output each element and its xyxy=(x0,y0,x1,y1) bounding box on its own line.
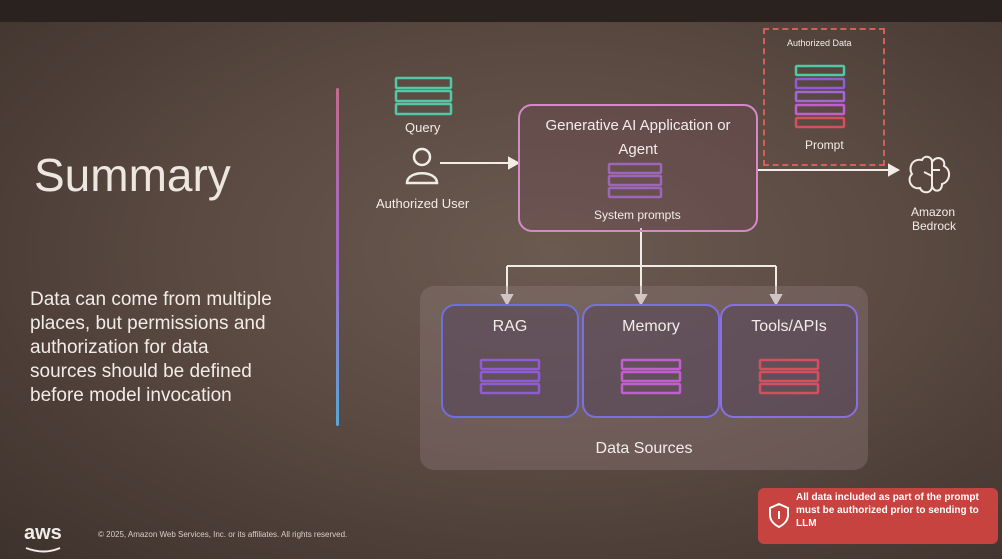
data-source-label: Tools/APIs xyxy=(751,318,827,335)
data-source-label: Memory xyxy=(622,318,680,335)
top-band xyxy=(0,0,1002,22)
generative-ai-app-box: Generative AI Application or Agent Syste… xyxy=(518,104,758,232)
data-source-card-memory: Memory xyxy=(582,304,720,418)
arrow-app-to-bedrock xyxy=(756,163,901,177)
user-icon xyxy=(405,147,439,185)
data-sources-label: Data Sources xyxy=(595,440,693,457)
query-label: Query xyxy=(405,120,441,135)
aws-logo: aws xyxy=(24,522,62,544)
arrow-user-to-app xyxy=(440,156,521,170)
app-title: Generative AI Application or Agent xyxy=(520,114,756,162)
app-title-line1: Generative AI Application or xyxy=(545,117,731,134)
summary-line: before model invocation xyxy=(30,385,232,406)
database-stack-icon xyxy=(758,358,820,395)
shield-icon xyxy=(769,502,789,528)
callout-line: All data included as part of the prompt xyxy=(796,492,979,503)
callout-line: LLM xyxy=(796,518,817,529)
system-prompts-label: System prompts xyxy=(594,208,681,222)
prompt-label: Prompt xyxy=(805,138,844,152)
brain-icon xyxy=(908,155,950,194)
data-source-card-tools: Tools/APIs xyxy=(720,304,858,418)
bedrock-label-line1: Amazon xyxy=(911,205,956,219)
query-stack-icon xyxy=(394,76,453,116)
app-title-line2: Agent xyxy=(618,141,658,158)
branch-connectors xyxy=(500,228,783,307)
authorized-user-label: Authorized User xyxy=(376,196,470,211)
aws-smile-icon xyxy=(25,547,61,553)
authorized-data-box: Authorized Data Prompt xyxy=(763,28,885,166)
data-sources-panel xyxy=(420,286,868,470)
summary-line: places, but permissions and xyxy=(30,313,266,334)
authorized-data-label: Authorized Data xyxy=(787,38,852,48)
copyright: © 2025, Amazon Web Services, Inc. or its… xyxy=(98,530,348,539)
database-stack-icon xyxy=(479,358,541,395)
callout-line: must be authorized prior to sending to xyxy=(796,505,979,516)
vertical-divider xyxy=(336,88,339,426)
summary-line: authorization for data xyxy=(30,337,209,358)
authorization-callout: All data included as part of the prompt … xyxy=(758,488,998,544)
system-prompts-stack-icon xyxy=(607,162,663,199)
summary-line: sources should be defined xyxy=(30,361,252,382)
summary-line: Data can come from multiple xyxy=(30,289,272,310)
authorized-data-stack-icon xyxy=(794,64,846,129)
callout-text: All data included as part of the prompt … xyxy=(796,491,994,530)
data-source-card-rag: RAG xyxy=(441,304,579,418)
summary-text: Data can come from multiple places, but … xyxy=(30,288,320,408)
slide-title: Summary xyxy=(34,149,231,201)
bedrock-label-line2: Bedrock xyxy=(912,219,957,233)
database-stack-icon xyxy=(620,358,682,395)
data-source-label: RAG xyxy=(492,318,528,335)
